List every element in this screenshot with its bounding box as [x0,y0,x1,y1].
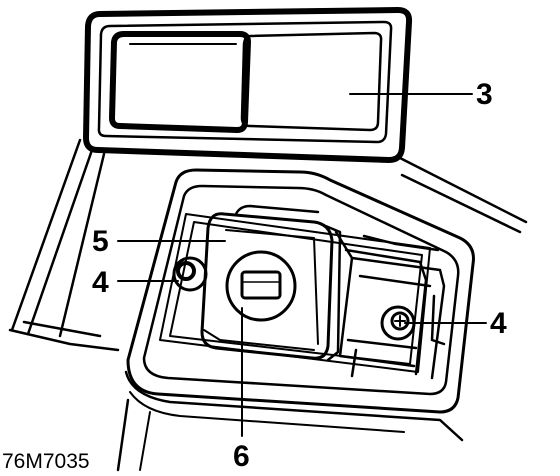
callout-4-right: 4 [490,307,507,340]
mounting-plate [116,168,475,472]
reference-code: 76M7035 [2,450,90,473]
callout-5: 5 [92,225,109,258]
bulb-holder [225,250,297,322]
switch-button [240,31,383,132]
leader-lines [117,93,487,437]
callout-4-left: 4 [92,266,109,299]
trim-panel [8,138,528,352]
callout-6: 6 [233,440,250,473]
connector-block [200,204,342,362]
fixing-screw-left [172,256,208,292]
callout-3: 3 [476,78,493,111]
retaining-clip [334,230,446,380]
